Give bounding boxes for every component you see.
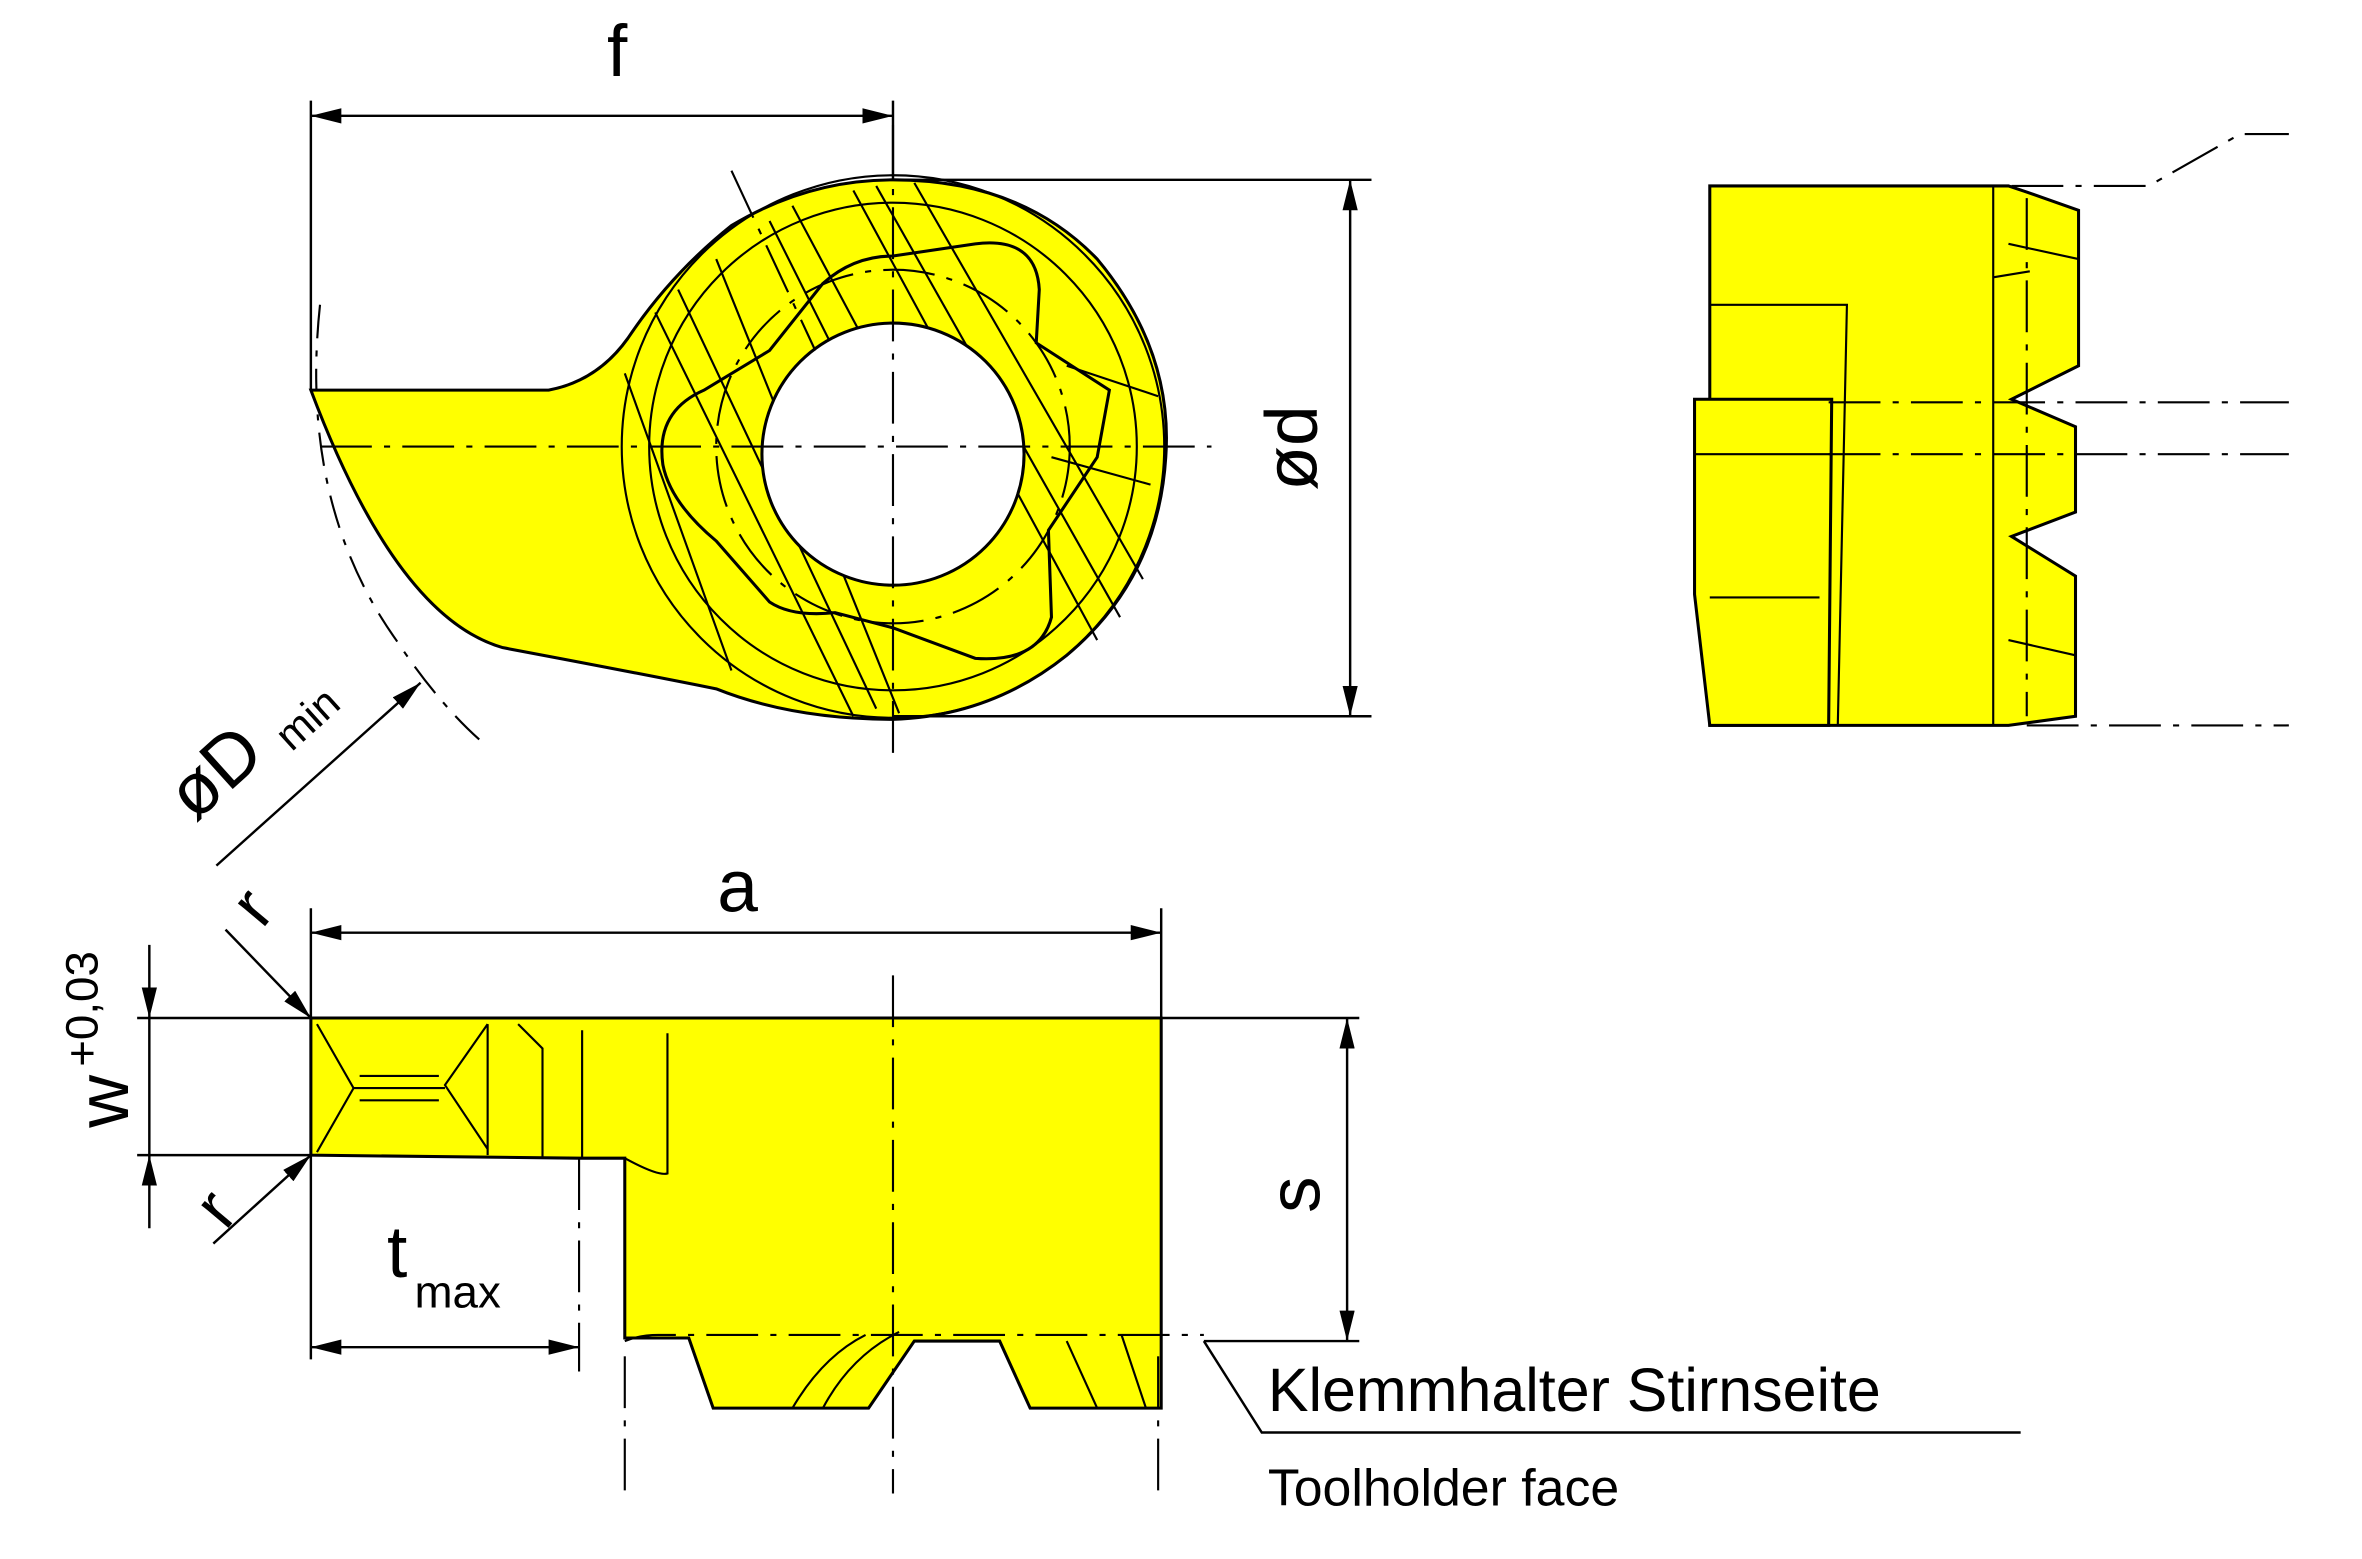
dim-s-label: s [1255, 1176, 1336, 1213]
toolholder-label-en: Toolholder face [1268, 1459, 1619, 1517]
dim-dmin-label: øD [152, 709, 279, 834]
diagonal-centerline [730, 170, 817, 351]
bearing-ring [648, 201, 1138, 692]
side-view-inner-lines [1694, 185, 2079, 726]
side-view [1693, 133, 2289, 727]
dim-f-label: f [607, 11, 628, 92]
torx-recess [660, 241, 1112, 661]
front-view-details [316, 1023, 1147, 1409]
front-view: a s w +0,03 r r t max Klemmhalter Stirns… [57, 846, 2021, 1517]
toolholder-label-de: Klemmhalter Stirnseite [1268, 1356, 1881, 1424]
dim-w-label: w [63, 1075, 144, 1129]
dim-r-top-leader [224, 928, 312, 1019]
dim-t-sub: max [414, 1267, 500, 1318]
dim-r-bottom-label: r [180, 1176, 252, 1241]
dim-dmin-sub: min [266, 678, 349, 760]
top-view-body [308, 178, 1168, 721]
dim-dmin-leader [215, 681, 422, 867]
dim-t-label: t [387, 1212, 407, 1293]
dim-r-bottom-leader [212, 1154, 312, 1245]
side-view-step [1693, 397, 1834, 727]
dim-d-label: ød [1252, 405, 1333, 490]
front-view-body [309, 1016, 1163, 1410]
toolholder-leader [1202, 1340, 2021, 1434]
dim-a-label: a [717, 846, 758, 927]
dim-w-tolerance: +0,03 [57, 951, 108, 1067]
top-view: f ød øD min [152, 11, 1372, 867]
